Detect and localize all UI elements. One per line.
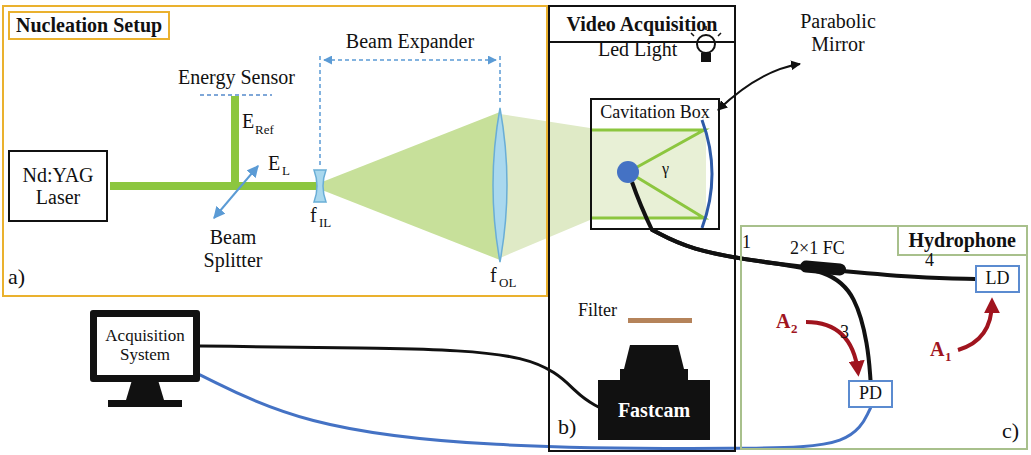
focused-ray	[592, 173, 704, 218]
signal-subscript: Ref	[255, 123, 274, 138]
parabolic-mirror	[702, 120, 712, 228]
expander-arrow	[324, 59, 496, 61]
signal-arrow	[958, 302, 992, 350]
signal-subscript: 2	[791, 322, 798, 337]
panel-letter: c)	[1002, 418, 1019, 443]
signal-name: A	[776, 310, 790, 333]
beam-splitter	[214, 166, 258, 218]
fiber-tip	[632, 182, 652, 230]
signal-name: A	[930, 338, 944, 361]
signal-name: E	[242, 110, 254, 133]
energy-sensor	[200, 94, 272, 96]
laser-box: Nd:YAG Laser	[8, 150, 108, 222]
output-lens	[493, 108, 507, 262]
port-number: 4	[925, 250, 934, 271]
signal-subscript: L	[282, 164, 290, 179]
photodiode-box: PD	[848, 380, 893, 408]
panel-letter: a)	[8, 264, 25, 289]
expanding-beam	[322, 112, 500, 260]
part-label: Beam Splitter	[186, 226, 280, 272]
panel-heading: Nucleation Setup	[8, 11, 170, 40]
signal-subscript: 1	[945, 350, 952, 365]
panel-heading: Video Acquisition	[550, 7, 734, 43]
camera-shape	[598, 345, 710, 440]
monitor-screen: Acquisition System	[90, 310, 200, 382]
port-number: 1	[742, 232, 751, 253]
signal-cable	[200, 375, 871, 449]
box-label: Fastcam	[618, 399, 690, 422]
video-panel: Video AcquisitionCavitation BoxFastcam	[548, 5, 736, 452]
part-label: Led Light	[598, 38, 677, 61]
lens-name: f	[490, 264, 497, 287]
mirror-pointer	[718, 64, 800, 110]
input-lens	[314, 170, 326, 202]
box-label: PD	[859, 384, 882, 404]
monitor-base	[108, 400, 182, 407]
camera-body: Fastcam	[598, 345, 710, 440]
lens-name: f	[310, 204, 317, 227]
monitor-stand	[126, 380, 164, 400]
part-label: Beam Expander	[335, 30, 485, 53]
led-bulb	[697, 35, 715, 53]
reference-beam	[231, 96, 239, 186]
camera-cable	[200, 346, 598, 407]
cavitation-box: Cavitation Box	[590, 98, 720, 230]
led-base	[701, 53, 711, 62]
box-label: LD	[986, 269, 1010, 289]
part-label: 2×1 FC	[790, 238, 845, 259]
optical-fiber	[652, 230, 870, 380]
expander-extent	[319, 56, 321, 166]
signal-name: E	[268, 152, 280, 175]
camera-outline	[598, 345, 710, 440]
part-label: Parabolic Mirror	[790, 10, 886, 56]
box-label: Acquisition System	[97, 327, 193, 364]
port-number: 3	[840, 322, 849, 343]
optical-filter	[628, 318, 692, 323]
laser-beam	[110, 182, 322, 190]
panel-heading: Hydrophone	[897, 227, 1026, 256]
panel-letter: b)	[558, 414, 576, 439]
part-label: Filter	[578, 300, 617, 321]
beam-in-box	[592, 130, 706, 218]
angle-label: γ	[662, 160, 669, 178]
cavitation-bubble	[617, 161, 639, 183]
hydrophone-panel: HydrophoneLD PD	[740, 225, 1028, 450]
focused-ray	[592, 130, 704, 171]
expander-extent	[499, 56, 501, 104]
box-label: Cavitation Box	[600, 102, 710, 123]
lens-subscript: OL	[499, 276, 516, 291]
laser-diode-box: LD	[975, 265, 1020, 293]
collimated-beam	[500, 114, 590, 258]
signal-arrow	[806, 322, 858, 372]
lens-subscript: IL	[319, 216, 331, 231]
part-label: Energy Sensor	[178, 66, 295, 89]
box-label: Nd:YAG Laser	[12, 164, 104, 208]
